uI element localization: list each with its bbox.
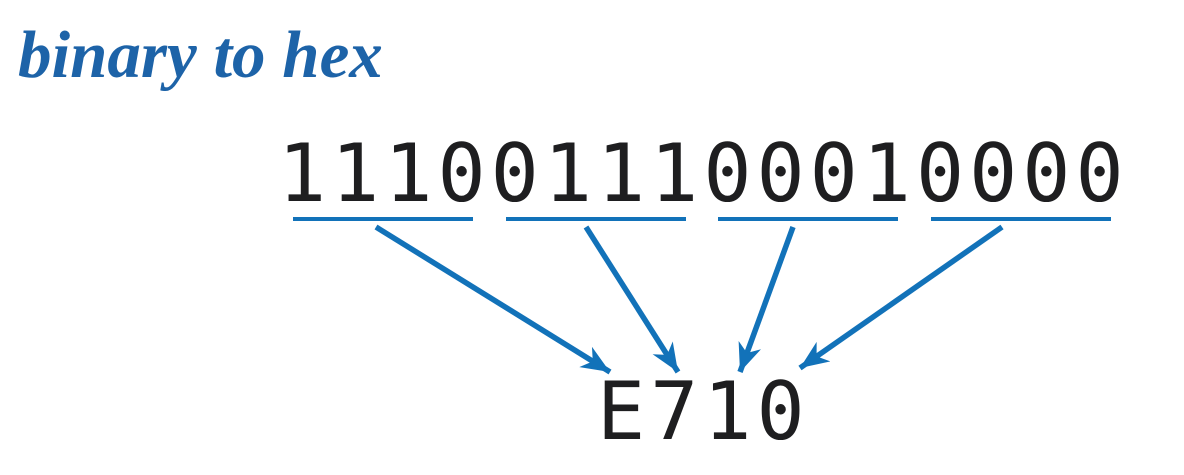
arrow-group1-to-hex-E [374,224,612,375]
binary-group-2-bits: 0111 [490,127,704,220]
group-4-underline [930,217,1111,221]
binary-group-1: 1110 [278,134,491,221]
binary-group-4: 0000 [916,134,1129,221]
group-1-underline [293,217,473,221]
binary-group-3-bits: 0001 [703,127,916,220]
page-title: binary to hex [18,18,383,92]
binary-group-3: 0001 [703,134,916,221]
arrow-group4-to-hex-0 [798,224,1004,371]
binary-group-2: 0111 [491,134,704,221]
binary-number: 1110 0111 0001 0000 [278,134,1129,221]
binary-group-1-bits: 1110 [278,127,491,220]
group-2-underline [505,217,686,221]
arrow-group3-to-hex-1 [737,226,796,373]
arrow-group2-to-hex-7 [583,225,681,374]
binary-group-4-bits: 0000 [915,127,1129,220]
hex-result: E710 [597,365,810,458]
group-3-underline [718,217,899,221]
